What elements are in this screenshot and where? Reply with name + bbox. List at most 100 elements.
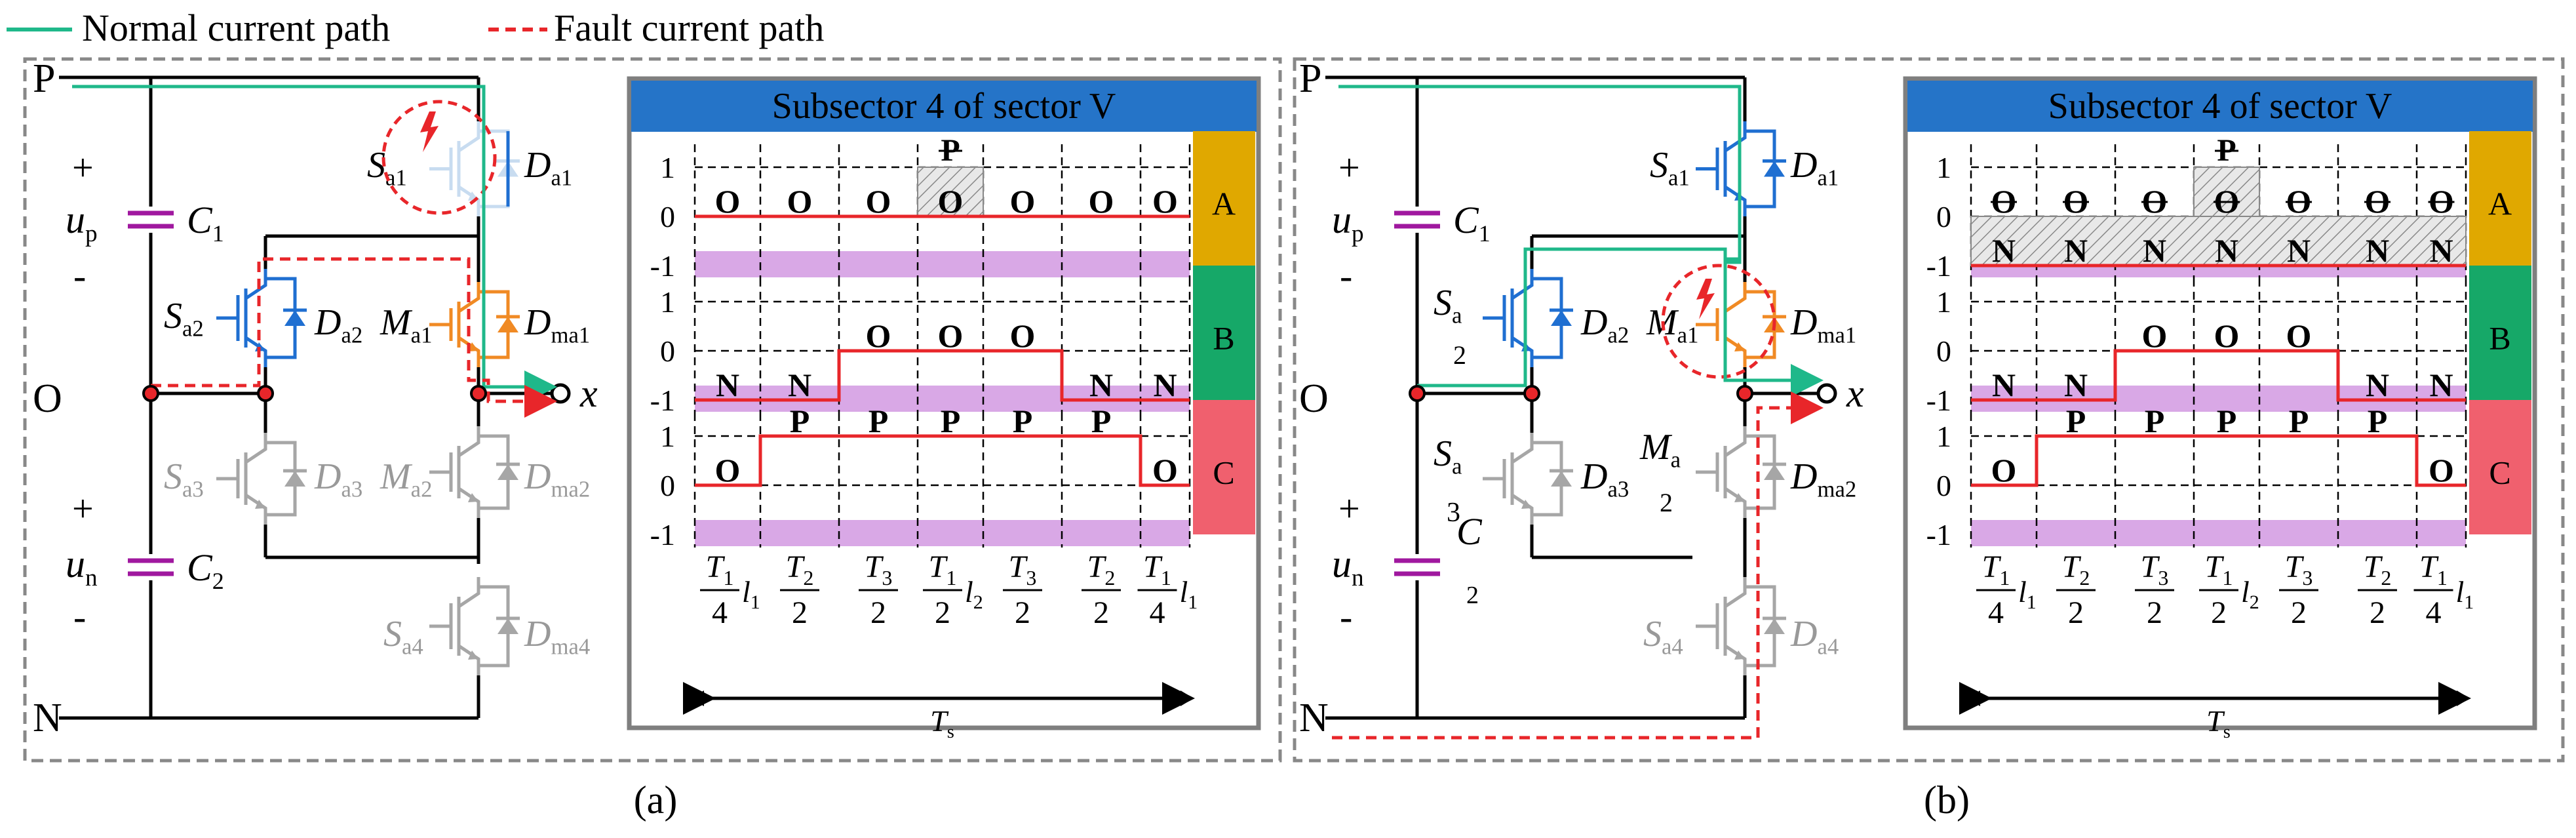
interval-numerator: T3 xyxy=(1009,549,1037,589)
symbol-sub: a1 xyxy=(1817,165,1839,190)
plus-sign: + xyxy=(1338,487,1360,530)
symbol-main: M xyxy=(380,456,413,497)
normal-current-path xyxy=(1338,85,1742,131)
state-letter: O xyxy=(2142,317,2168,354)
symbol-main: D xyxy=(1580,456,1607,497)
state-letter: N xyxy=(1992,232,2016,269)
symbol-main: S xyxy=(1434,283,1452,323)
interval-denominator: 2 xyxy=(935,595,950,630)
switch-sa1 xyxy=(1696,121,1786,216)
state-letter: N xyxy=(716,367,739,403)
state-letter: N xyxy=(2064,232,2088,269)
level-band xyxy=(1971,520,2466,546)
symbol-main: S xyxy=(383,614,402,654)
node-x: x xyxy=(1846,372,1864,415)
panel-a-frame xyxy=(23,57,1282,763)
interval-numerator: T3 xyxy=(865,549,893,589)
igbt-gate xyxy=(1696,141,1727,197)
lightning-icon xyxy=(1696,279,1715,319)
junction-dot xyxy=(142,385,159,402)
state-letter: O xyxy=(1089,183,1114,220)
node-p: P xyxy=(33,56,55,101)
label-dma1: Dma1 xyxy=(1790,302,1856,348)
diode-triangle xyxy=(1764,464,1785,480)
symbol-main: D xyxy=(1790,614,1817,654)
label-ma1: Ma1 xyxy=(380,302,432,348)
symbol-sub: a1 xyxy=(551,165,572,190)
fault-hatch xyxy=(2193,167,2260,217)
state-letter: P xyxy=(2289,403,2309,439)
interval-num-main: T xyxy=(2285,549,2305,584)
interval-denominator: 4 xyxy=(1150,595,1165,630)
label-up: up xyxy=(1332,198,1364,247)
state-letter: O xyxy=(1152,452,1178,489)
interval-extra-sub: 1 xyxy=(2464,591,2474,613)
capacitor-c2 xyxy=(1394,558,1440,576)
symbol-sub: 1 xyxy=(212,220,224,247)
igbt-arrow xyxy=(1734,650,1745,660)
diode-triangle xyxy=(284,310,305,326)
timing-title-bar xyxy=(631,81,1257,132)
interval-num-main: T xyxy=(2141,549,2160,584)
symbol-main: D xyxy=(524,145,551,186)
interval-num-sub: 3 xyxy=(882,566,892,589)
igbt-leads xyxy=(458,426,480,518)
label-dma2: Dma2 xyxy=(524,456,590,502)
igbt-gate xyxy=(1483,289,1514,348)
interval-extra: l2 xyxy=(965,575,983,613)
panel-b-caption: (b) xyxy=(1924,778,1970,822)
state-letter: N xyxy=(2287,232,2311,269)
interval-numerator: T1 xyxy=(2419,549,2448,589)
label-c2-prefix: 3 xyxy=(1447,498,1460,528)
igbt-gate xyxy=(1483,452,1514,505)
label-ma2-index: 2 xyxy=(1660,488,1673,517)
junction-dot xyxy=(1736,385,1753,402)
interval-denominator: 4 xyxy=(2426,595,2442,630)
level-label-1: 1 xyxy=(660,420,675,453)
interval-numerator: T2 xyxy=(1087,549,1116,589)
label-sa1: Sa1 xyxy=(367,145,407,190)
level-band xyxy=(695,520,1190,546)
interval-numerator: T1 xyxy=(1982,549,2010,589)
state-letter: O xyxy=(866,317,891,354)
igbt-gate xyxy=(429,597,461,656)
interval-extra-sub: 1 xyxy=(751,591,760,613)
symbol-main: D xyxy=(524,614,551,654)
symbol-sub: a1 xyxy=(411,322,433,348)
symbol-sub: ma1 xyxy=(1817,322,1856,348)
phase-name: B xyxy=(1213,320,1234,357)
interval-extra: l1 xyxy=(2018,575,2037,613)
state-letter: N xyxy=(2215,232,2238,269)
output-terminal xyxy=(550,383,571,404)
igbt-leads xyxy=(458,577,480,675)
symbol-sub: a xyxy=(1671,447,1681,472)
interval-extra-sub: 2 xyxy=(2250,591,2259,613)
timing-title: Subsector 4 of sector V xyxy=(772,86,1116,127)
normal-current-path xyxy=(1417,247,1824,397)
state-letter: P xyxy=(941,403,961,439)
interval-num-sub: 3 xyxy=(1026,566,1036,589)
state-letter: N xyxy=(2143,232,2166,269)
switch-sa2 xyxy=(216,269,307,367)
symbol-main: C xyxy=(187,546,213,589)
level-label-1: 1 xyxy=(1936,285,1951,319)
igbt-leads xyxy=(244,433,267,525)
interval-num-sub: 1 xyxy=(946,566,956,589)
symbol-main: D xyxy=(1790,145,1817,186)
symbol-main: T xyxy=(930,704,949,738)
diode-triangle xyxy=(284,471,305,487)
state-letter: N xyxy=(2366,232,2389,269)
switch-sa2 xyxy=(1483,269,1573,367)
igbt-leads xyxy=(1724,426,1747,518)
interval-num-sub: 3 xyxy=(2158,566,2168,589)
state-letter: O xyxy=(787,183,813,220)
symbol-sub: 2 xyxy=(1466,582,1479,609)
cap-gap xyxy=(125,554,177,580)
label-sa2: Sa xyxy=(1434,283,1462,328)
node-n: N xyxy=(33,696,62,740)
symbol-main: u xyxy=(1332,542,1352,586)
fault-ring xyxy=(1661,264,1776,379)
symbol-main: D xyxy=(314,456,341,497)
label-sa2: Sa2 xyxy=(164,296,204,341)
